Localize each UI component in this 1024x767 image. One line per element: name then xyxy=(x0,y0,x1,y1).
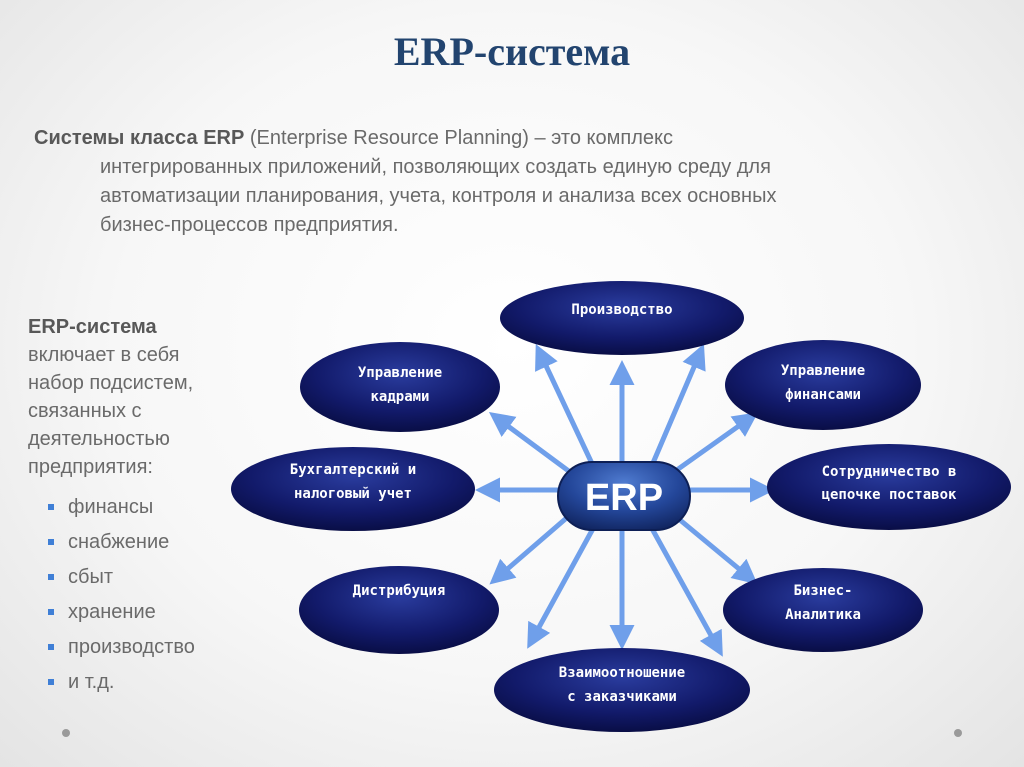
list-item: снабжение xyxy=(48,528,278,556)
intro-line-2: интегрированных приложений, позволяющих … xyxy=(100,156,771,178)
left-column: ERP-система включает в себя набор подсис… xyxy=(28,313,278,703)
node-production: Производство xyxy=(500,281,744,355)
erp-hub: ERP xyxy=(557,461,691,531)
node-label: Бухгалтерский и xyxy=(290,462,416,478)
arrows-group xyxy=(475,343,775,657)
node-label: налоговый учет xyxy=(294,486,412,502)
list-item-label: снабжение xyxy=(68,531,170,553)
list-item: и т.д. xyxy=(48,668,278,696)
node-label: Управление xyxy=(358,365,442,381)
node-label: Бизнес- xyxy=(793,583,852,599)
bullet-square-icon xyxy=(48,574,54,580)
list-item-label: производство xyxy=(68,636,195,658)
left-bold: ERP-система xyxy=(28,316,157,338)
bullet-square-icon xyxy=(48,679,54,685)
node-accounting: Бухгалтерский и налоговый учет xyxy=(231,447,475,531)
node-distribution: Дистрибуция xyxy=(299,566,499,654)
arrow-to-production-right xyxy=(647,343,706,471)
node-label: финансами xyxy=(785,387,861,403)
intro-bold: Системы класса ERP xyxy=(34,127,245,149)
corner-dot xyxy=(954,729,962,737)
node-bi: Бизнес- Аналитика xyxy=(723,568,923,652)
left-line: включает в себя xyxy=(28,344,180,366)
bullet-square-icon xyxy=(48,644,54,650)
node-label: Дистрибуция xyxy=(353,583,446,599)
arrow-to-hr xyxy=(488,412,572,475)
left-line: набор подсистем, xyxy=(28,372,194,394)
intro-paragraph: Системы класса ERP (Enterprise Resource … xyxy=(34,124,974,240)
arrow-to-bi xyxy=(672,513,758,585)
node-label: цепочке поставок xyxy=(822,487,957,503)
node-label: Аналитика xyxy=(785,607,861,623)
arrow-to-production-left xyxy=(535,343,598,472)
list-item: сбыт xyxy=(48,563,278,591)
bullet-square-icon xyxy=(48,609,54,615)
bullet-square-icon xyxy=(48,504,54,510)
node-supply-chain: Сотрудничество в цепочке поставок xyxy=(767,444,1011,530)
list-item-label: и т.д. xyxy=(68,671,115,693)
intro-line-4: бизнес-процессов предприятия. xyxy=(100,214,399,236)
list-item: финансы xyxy=(48,493,278,521)
corner-dot xyxy=(62,729,70,737)
bullet-square-icon xyxy=(48,539,54,545)
intro-line-3: автоматизации планирования, учета, контр… xyxy=(100,185,777,207)
intro-line-1: Системы класса ERP (Enterprise Resource … xyxy=(34,124,974,153)
node-hr: Управление кадрами xyxy=(300,342,500,432)
hub-label: ERP xyxy=(585,477,663,519)
list-item-label: хранение xyxy=(68,601,156,623)
node-crm: Взаимоотношение с заказчиками xyxy=(494,648,750,732)
intro-line-1-rest: (Enterprise Resource Planning) – это ком… xyxy=(244,127,673,149)
list-item: хранение xyxy=(48,598,278,626)
arrow-to-finance xyxy=(672,412,759,475)
node-label: Сотрудничество в xyxy=(822,464,957,480)
left-line: связанных с xyxy=(28,400,142,422)
left-line: предприятия: xyxy=(28,456,153,478)
node-finance: Управление финансами xyxy=(725,340,921,430)
arrow-to-crm-left xyxy=(527,523,598,649)
left-line: деятельностью xyxy=(28,428,170,450)
node-label: Взаимоотношение xyxy=(559,665,685,681)
bullet-list: финансы снабжение сбыт хранение производ… xyxy=(48,493,278,696)
list-item-label: финансы xyxy=(68,496,154,518)
arrow-to-distribution xyxy=(489,513,572,585)
node-label: Управление xyxy=(781,363,865,379)
page-title: ERP-система xyxy=(393,29,631,74)
list-item: производство xyxy=(48,633,278,661)
list-item-label: сбыт xyxy=(68,566,113,588)
arrow-to-crm-right xyxy=(647,523,723,657)
node-label: кадрами xyxy=(370,389,429,405)
node-label: с заказчиками xyxy=(567,689,677,705)
node-label: Производство xyxy=(571,302,672,318)
